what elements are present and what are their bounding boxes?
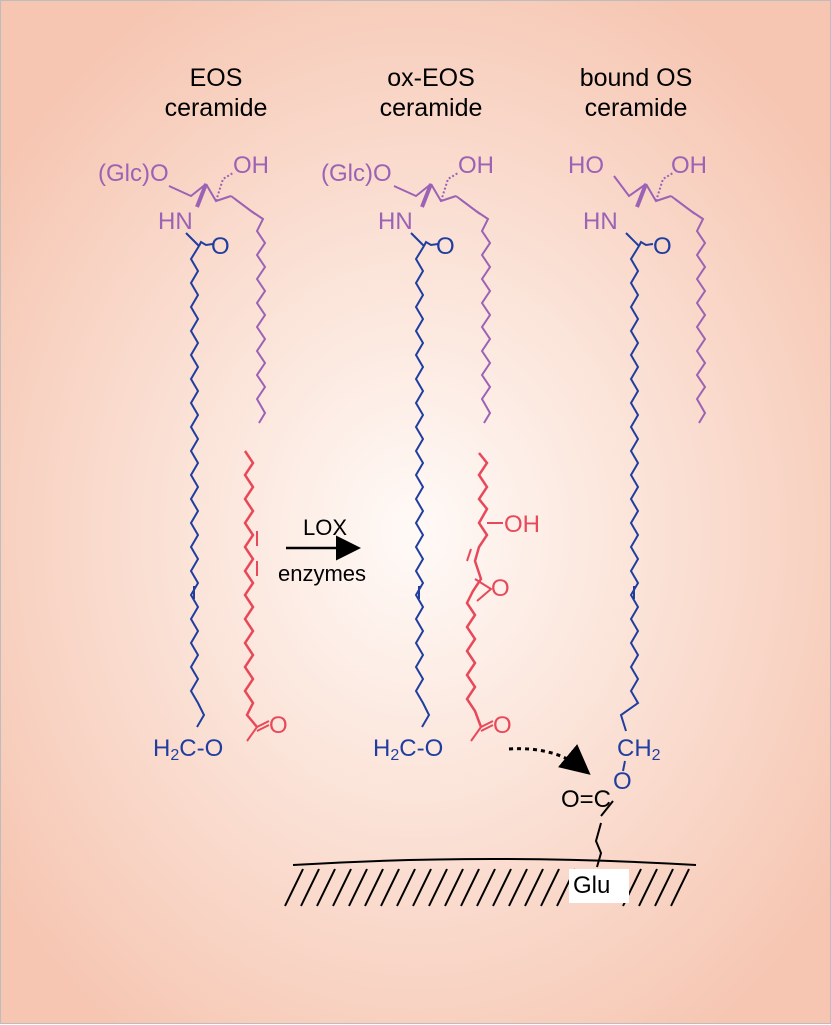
bound-oh-label: OH — [671, 152, 707, 179]
eos-oh-label: OH — [233, 152, 269, 179]
bound-amide-o-label: O — [653, 233, 672, 260]
bound-hn-label: HN — [583, 208, 618, 235]
membrane-surface — [292, 858, 697, 866]
bound-ch2-label: CH2 — [617, 735, 661, 765]
eos-glc-o-label: (Glc)O — [98, 160, 169, 187]
bound-ester-o-link — [622, 760, 626, 772]
eos-ester — [246, 720, 270, 742]
eos-linoleate-chain — [243, 450, 258, 728]
oxeos-hydroxy-oh-label: OH — [504, 511, 540, 538]
oxeos-epoxide — [474, 578, 493, 602]
oxeos-epoxide-o-label: O — [491, 575, 510, 602]
oxeos-ester — [470, 720, 494, 742]
oxeos-fatty-acid-chain — [414, 245, 431, 728]
glu-label-background — [569, 869, 629, 903]
reaction-label-lox: LOX — [303, 515, 348, 540]
reaction-label-enzymes: enzymes — [278, 561, 367, 586]
eos-amide — [185, 232, 214, 247]
eos-amide-o-label: O — [211, 233, 230, 260]
glu-label: Glu — [573, 872, 611, 899]
bound-fatty-acid-chain — [619, 245, 640, 732]
bound-carbonyl-label: O=C — [561, 786, 612, 813]
eos-sphingoid-chain — [250, 210, 267, 424]
bound-sphingoid-chain — [690, 210, 707, 424]
oxeos-hn-label: HN — [378, 208, 413, 235]
eos-ester-carbonyl-o: O — [269, 712, 288, 739]
oxeos-h2c-o-label: H2C-O — [373, 735, 444, 765]
bound-ester-o-label: O — [613, 768, 632, 795]
eos-h2c-o-label: H2C-O — [153, 735, 224, 765]
bound-headgroup — [613, 172, 696, 215]
oxeos-amide — [410, 232, 439, 247]
eos-hn-label: HN — [158, 208, 193, 235]
oxeos-glc-o-label: (Glc)O — [321, 160, 392, 187]
oxeos-oh-label: OH — [458, 152, 494, 179]
oxeos-sphingoid-chain — [475, 210, 492, 424]
bound-ho-label: HO — [568, 152, 604, 179]
oxeos-ester-carbonyl-o: O — [493, 712, 512, 739]
eos-fatty-acid-chain — [189, 245, 206, 728]
oxeos-chain-db — [466, 548, 472, 562]
oxeos-amide-o-label: O — [436, 233, 455, 260]
bound-amide — [625, 232, 654, 247]
transfer-arrow — [508, 744, 591, 775]
oxeos-oxidized-chain — [465, 452, 489, 728]
